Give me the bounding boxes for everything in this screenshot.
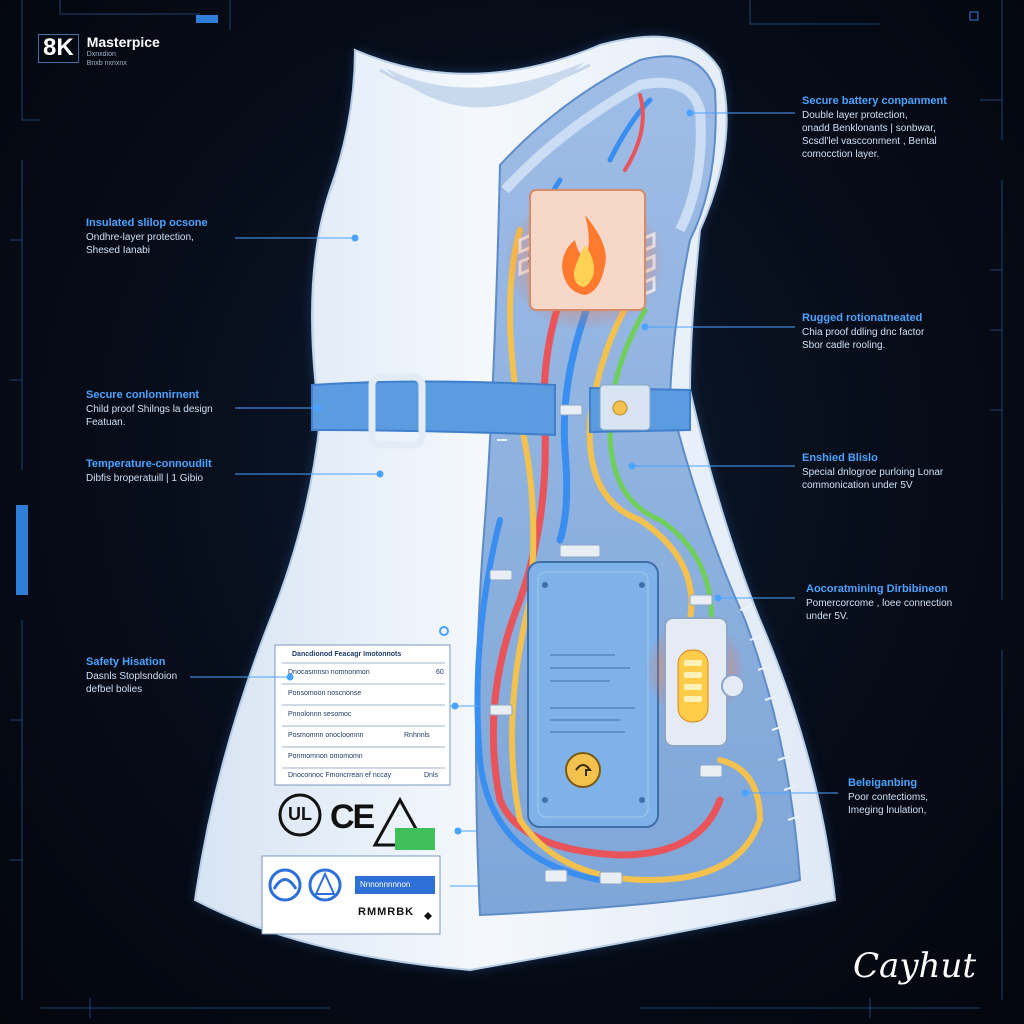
- annotation-rugged-title: Rugged rotionatneated: [802, 312, 923, 324]
- annotation-insulated: Insulated slilop ocsone Ondhre-layer pro…: [86, 217, 236, 257]
- annotation-battery-title: Secure battery conpanment: [802, 95, 947, 107]
- annotation-rugged-line-2: Sbor cadle rooling.: [802, 340, 886, 351]
- annotation-rugged-line-1: Chia proof ddling dnc factor: [802, 327, 925, 338]
- resolution-badge: 8K: [38, 34, 79, 63]
- annotation-battery-line-4: comocction layer.: [802, 149, 880, 160]
- annotation-accounting-line-1: Pomercorcome , loee connection: [806, 598, 953, 609]
- info-panel-bg: [261, 855, 441, 935]
- annotation-insulated-line-2: Shesed Ianabi: [86, 245, 150, 256]
- annotation-safety-line-2: defbel bolies: [86, 684, 143, 695]
- label-row-6-right: Dnls: [424, 772, 439, 779]
- indicator-module: [645, 617, 745, 747]
- annotation-battery-line-2: onadd Benklonants | sonbwar,: [802, 123, 936, 134]
- recycle-mark-icon: [372, 796, 435, 850]
- annotation-secure-line-1: Child proof Shilngs la design: [86, 404, 213, 415]
- annotation-secure-title: Secure conlonnirnent: [86, 389, 200, 401]
- annotation-battery-line-1: Double layer protection,: [802, 110, 908, 121]
- label-row-1-right: 60: [436, 669, 444, 676]
- annotation-enshied-line-1: Special dnlogroe purloing Lonar: [802, 467, 944, 478]
- annotation-temperature: Temperature-connoudilt Dibfis broperatui…: [86, 458, 236, 485]
- label-row-5-left: Ponmomnon omomomn: [288, 753, 363, 760]
- heater-module: [505, 189, 665, 330]
- annotation-battery: Secure battery conpanment Double layer p…: [802, 95, 1002, 161]
- annotation-selection-title: Beleiganbing: [848, 777, 918, 789]
- annotation-insulated-line-1: Ondhre-layer protection,: [86, 232, 194, 243]
- label-row-3-left: Pnnolonnn sesomoc: [288, 711, 352, 718]
- ce-mark-icon: CE: [330, 798, 375, 836]
- annotation-selection-line-2: Imeging lnulation,: [848, 805, 927, 816]
- label-row-1-left: Dnocasmnsn nomnonmon: [288, 669, 370, 676]
- annotation-selection: Beleiganbing Poor contectioms, Imeging l…: [848, 777, 1008, 817]
- annotation-enshied-title: Enshied Blislo: [802, 452, 878, 464]
- battery-box: [527, 561, 659, 828]
- annotation-safety-line-1: Dasnls Stoplsndoion: [86, 671, 178, 682]
- annotation-secure: Secure conlonnirnent Child proof Shilngs…: [86, 389, 236, 429]
- label-row-6-left: Dnoconnoc Fmoncrrean ef nccay: [288, 772, 392, 779]
- annotation-secure-line-2: Featuan.: [86, 417, 126, 428]
- panel-code: RMMRBK: [358, 906, 415, 918]
- annotation-enshied-line-2: commonication under 5V: [802, 480, 913, 491]
- label-row-2-left: Ponsomoon noscnonse: [288, 690, 362, 697]
- annotation-insulated-title: Insulated slilop ocsone: [86, 217, 208, 229]
- annotation-accounting-line-2: under 5V.: [806, 611, 849, 622]
- brand-header: 8K Masterpice Dxnxdion Bnxb nxnxnx: [38, 34, 160, 68]
- label-sheet-bg: [274, 644, 451, 786]
- brand-name: Masterpice: [86, 34, 160, 50]
- panel-field: Nnnonnnnnon: [360, 880, 411, 889]
- annotation-safety: Safety Hisation Dasnls Stoplsndoion defb…: [86, 656, 196, 696]
- label-row-4-right: Rnhnnls: [404, 732, 430, 739]
- annotation-accounting: Aocoratmining Dirbibineon Pomercorcome ,…: [806, 583, 1002, 623]
- certification-marks: [278, 793, 435, 850]
- annotation-selection-line-1: Poor contectioms,: [848, 792, 929, 803]
- ul-mark-icon: UL: [288, 804, 312, 824]
- annotation-temperature-line-1: Dibfis broperatuill | 1 Gibio: [86, 473, 204, 484]
- artist-signature: Cayhut: [853, 946, 976, 986]
- annotation-rugged: Rugged rotionatneated Chia proof ddling …: [802, 312, 1002, 352]
- brand-sub-2: Bnxb nxnxnx: [86, 60, 127, 67]
- brand-sub-1: Dxnxdion: [86, 51, 116, 58]
- annotation-battery-line-3: Scsdl'lel vascconment , Bental: [802, 136, 937, 147]
- label-sheet-title: Dancdionod Feacagr Imotonnots: [292, 651, 402, 658]
- annotation-temperature-title: Temperature-connoudilt: [86, 458, 212, 470]
- annotation-enshied: Enshied Blislo Special dnlogroe purloing…: [802, 452, 1002, 492]
- annotation-accounting-title: Aocoratmining Dirbibineon: [806, 583, 948, 595]
- annotation-safety-title: Safety Hisation: [86, 656, 166, 668]
- belt: [311, 373, 691, 449]
- label-row-4-left: Posmomnn onocloomnn: [288, 732, 364, 739]
